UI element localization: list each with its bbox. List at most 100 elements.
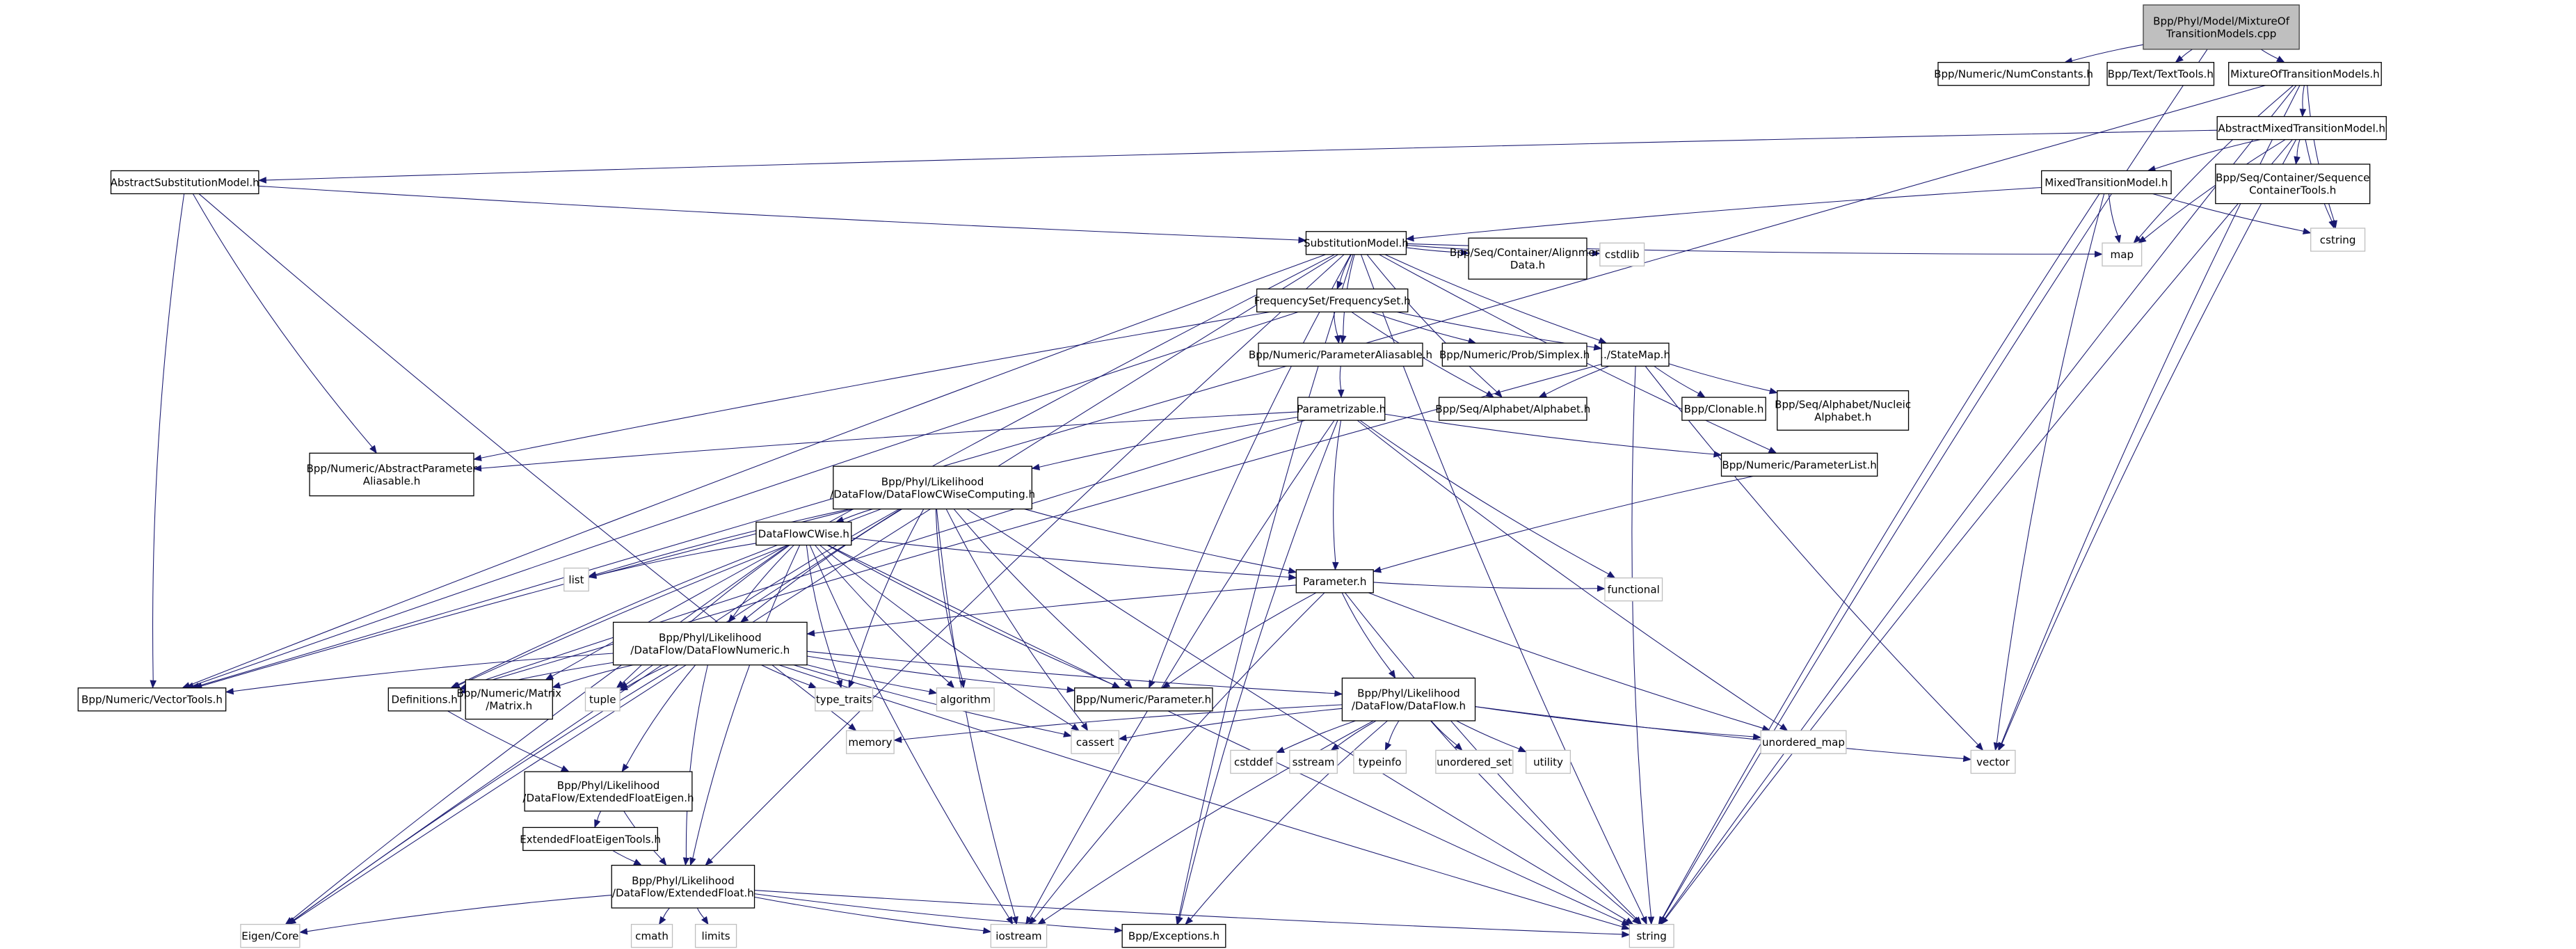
- node-parameterh[interactable]: Parameter.h: [1295, 569, 1374, 593]
- edge-root-to-texttools: [2175, 49, 2193, 63]
- node-cwisecomp[interactable]: Bpp/Phyl/Likelihood/DataFlow/DataFlowCWi…: [830, 465, 1035, 510]
- edge-paramlist-to-parameterh: [1373, 475, 1754, 573]
- edge-parametrizable-to-cwisecomp: [1031, 417, 1298, 470]
- node-box: [1720, 452, 1878, 477]
- node-simplex[interactable]: Bpp/Numeric/Prob/Simplex.h: [1439, 342, 1590, 367]
- node-dfnumeric[interactable]: Bpp/Phyl/Likelihood/DataFlow/DataFlowNum…: [612, 621, 808, 666]
- node-label: Alphabet.h: [1814, 410, 1871, 423]
- edge-extfloat-to-exceptions: [754, 893, 1123, 934]
- node-exceptions[interactable]: Bpp/Exceptions.h: [1121, 923, 1226, 948]
- node-definitions[interactable]: Definitions.h: [387, 687, 461, 712]
- edge-line: [258, 185, 1299, 241]
- node-label: limits: [702, 930, 730, 943]
- node-label: Bpp/Text/TextTools.h: [2108, 68, 2214, 81]
- arrowhead-icon: [1598, 337, 1608, 344]
- node-typetraits: type_traits: [815, 687, 874, 712]
- arrowhead-icon: [1697, 390, 1706, 398]
- edge-line: [2144, 139, 2286, 239]
- node-alphabet[interactable]: Bpp/Seq/Alphabet/Alphabet.h: [1435, 397, 1590, 421]
- node-root[interactable]: Bpp/Phyl/Model/MixtureOfTransitionModels…: [2143, 4, 2300, 50]
- node-box: [612, 621, 808, 666]
- node-label: Bpp/Clonable.h: [1684, 403, 1764, 415]
- edge-mixedtm-to-subst: [1405, 186, 2042, 242]
- arrowhead-icon: [1336, 280, 1343, 290]
- arrowhead-icon: [1779, 723, 1789, 731]
- edge-cwise-to-dfnumeric: [728, 545, 794, 623]
- edge-line: [192, 193, 373, 447]
- edge-mixedtm-to-map: [2108, 193, 2122, 244]
- node-box: [1468, 237, 1587, 280]
- node-parametrizable[interactable]: Parametrizable.h: [1297, 397, 1386, 421]
- node-limits: limits: [694, 923, 737, 948]
- edge-line: [842, 509, 873, 520]
- edge-cwisecomp-to-numparam: [953, 509, 1133, 689]
- edge-line: [1664, 85, 2297, 919]
- node-numparam[interactable]: Bpp/Numeric/Parameter.h: [1074, 687, 1213, 712]
- node-label: TransitionModels.cpp: [2166, 27, 2276, 40]
- node-map: map: [2102, 242, 2143, 266]
- edge-dataflow-to-string: [1430, 720, 1640, 925]
- node-vectortools[interactable]: Bpp/Numeric/VectorTools.h: [77, 687, 227, 712]
- arrowhead-icon: [1494, 389, 1503, 398]
- node-extfloat[interactable]: Bpp/Phyl/Likelihood/DataFlow/ExtendedFlo…: [611, 864, 755, 909]
- node-mixedtm[interactable]: MixedTransitionModel.h: [2041, 170, 2172, 195]
- edge-line: [1033, 592, 1325, 920]
- edge-statemap-to-string: [1631, 366, 1655, 925]
- arrowhead-icon: [616, 680, 625, 689]
- node-seqcont[interactable]: Bpp/Seq/Container/SequenceContainerTools…: [2215, 164, 2371, 205]
- node-cwise[interactable]: DataFlowCWise.h: [755, 521, 852, 546]
- edge-line: [733, 545, 794, 617]
- node-absmixed[interactable]: AbstractMixedTransitionModel.h: [2216, 115, 2387, 141]
- node-label: Bpp/Numeric/Parameter.h: [1075, 694, 1211, 706]
- edge-parametrizable-to-exceptions: [1176, 420, 1338, 925]
- node-label: Bpp/Numeric/ParameterAliasable.h: [1249, 349, 1432, 361]
- arrowhead-icon: [728, 614, 736, 623]
- edge-cwise-to-cassert: [819, 545, 1080, 731]
- edge-absmixed-to-map: [2138, 139, 2286, 244]
- node-clonable[interactable]: Bpp/Clonable.h: [1681, 397, 1766, 421]
- node-box: [563, 567, 589, 592]
- edge-line: [233, 653, 614, 692]
- edge-line: [152, 193, 185, 681]
- node-statemap[interactable]: ../StateMap.h: [1600, 342, 1670, 367]
- node-texttools[interactable]: Bpp/Text/TextTools.h: [2106, 62, 2215, 86]
- arrowhead-icon: [659, 916, 666, 925]
- node-paramlist[interactable]: Bpp/Numeric/ParameterList.h: [1720, 452, 1878, 477]
- arrowhead-icon: [1330, 743, 1340, 751]
- arrowhead-icon: [1334, 335, 1341, 344]
- edge-parametrizable-to-absparamalias: [473, 411, 1298, 472]
- node-abssubst[interactable]: AbstractSubstitutionModel.h: [111, 170, 259, 195]
- node-efeigen[interactable]: Bpp/Phyl/Likelihood/DataFlow/ExtendedFlo…: [522, 771, 694, 812]
- node-freqset[interactable]: FrequencySet/FrequencySet.h: [1254, 288, 1411, 313]
- edge-line: [685, 664, 708, 859]
- node-numconst[interactable]: Bpp/Numeric/NumConstants.h: [1934, 62, 2093, 86]
- node-label: memory: [848, 736, 892, 749]
- arrowhead-icon: [1405, 234, 1414, 242]
- arrowhead-icon: [2138, 236, 2147, 244]
- node-box: [1295, 569, 1374, 593]
- node-subst[interactable]: SubstitutionModel.h: [1304, 231, 1409, 255]
- arrowhead-icon: [2114, 234, 2122, 244]
- edge-line: [815, 545, 950, 683]
- edge-line: [481, 411, 1298, 469]
- edge-parameterh-to-dfnumeric: [806, 584, 1297, 637]
- edge-line: [1430, 720, 1457, 746]
- node-mixh[interactable]: MixtureOfTransitionModels.h: [2228, 62, 2382, 86]
- node-label: Data.h: [1510, 259, 1545, 271]
- arrowhead-icon: [287, 917, 296, 925]
- node-matrix[interactable]: Bpp/Numeric/Matrix/Matrix.h: [456, 679, 561, 720]
- arrowhead-icon: [2094, 250, 2103, 257]
- node-dataflow[interactable]: Bpp/Phyl/Likelihood/DataFlow/DataFlow.h: [1341, 677, 1476, 721]
- node-paramalias[interactable]: Bpp/Numeric/ParameterAliasable.h: [1249, 342, 1432, 367]
- edge-line: [692, 545, 801, 859]
- edge-line: [754, 896, 984, 932]
- arrowhead-icon: [806, 630, 815, 637]
- node-efeigentools[interactable]: ExtendedFloatEigenTools.h: [520, 827, 661, 852]
- node-box: [2041, 170, 2172, 195]
- edge-line: [1373, 582, 1598, 589]
- arrowhead-icon: [682, 857, 690, 866]
- edge-line: [1475, 705, 1964, 759]
